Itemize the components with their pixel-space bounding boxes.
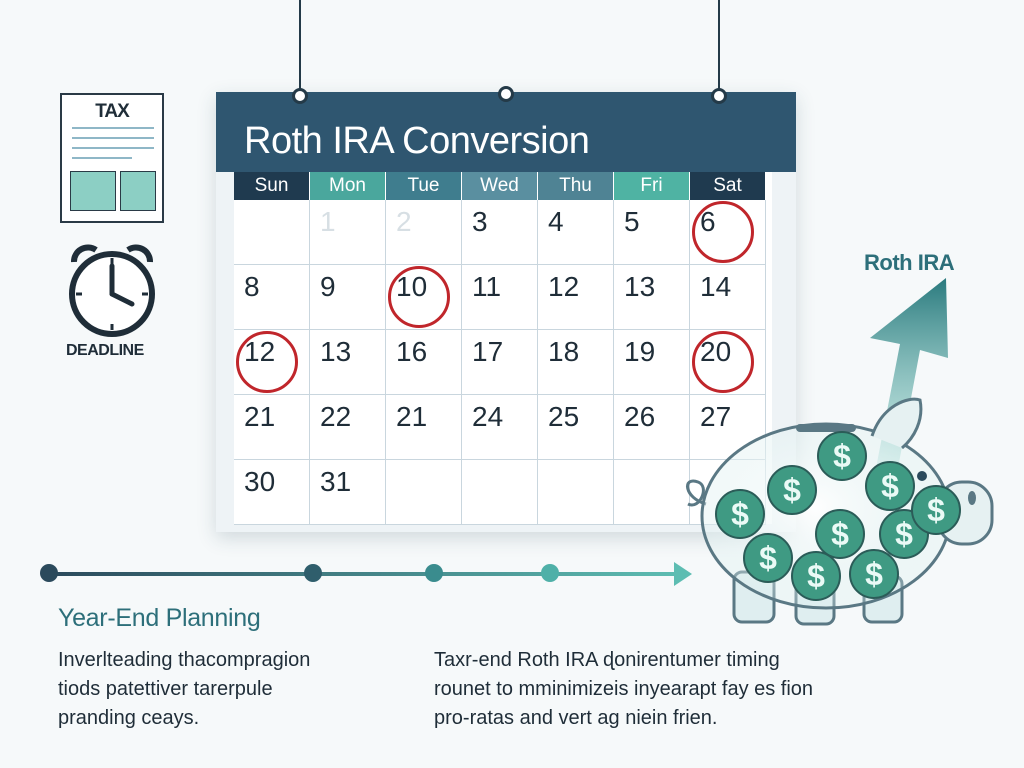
calendar-cell: 25 xyxy=(538,395,614,460)
left-paragraph-line: Inverlteading thacompragion xyxy=(58,649,311,671)
calendar-cell: 16 xyxy=(386,330,462,395)
svg-text:$: $ xyxy=(895,516,913,552)
svg-text:$: $ xyxy=(759,540,777,576)
calendar-cell: 14 xyxy=(690,265,766,330)
piggy-bank-icon: $$$$$$$$$$ xyxy=(686,397,994,626)
calendar-cell xyxy=(386,460,462,525)
doc-line xyxy=(72,157,132,159)
left-hanging-string xyxy=(299,0,301,96)
dollar-coin-icon: $ xyxy=(715,489,765,539)
right-paragraph-line: pro-ratas and vert ag niein frien. xyxy=(434,707,718,729)
dollar-coin-icon: $ xyxy=(743,533,793,583)
dollar-coin-icon: $ xyxy=(865,461,915,511)
svg-text:$: $ xyxy=(831,516,849,552)
weekday-thu: Thu xyxy=(538,172,614,200)
section-title: Year-End Planning xyxy=(58,604,261,632)
coin-pile: $$$$$$$$$$ xyxy=(715,431,961,601)
calendar-cell: 26 xyxy=(614,395,690,460)
hanging-ring-right xyxy=(711,88,727,104)
calendar-cell: 12 xyxy=(538,265,614,330)
calendar-cell: 2 xyxy=(386,200,462,265)
right-hanging-string xyxy=(718,0,720,96)
calendar-cell: 11 xyxy=(462,265,538,330)
weekday-sun: Sun xyxy=(234,172,310,200)
svg-text:$: $ xyxy=(865,556,883,592)
svg-text:$: $ xyxy=(833,438,851,474)
svg-text:$: $ xyxy=(927,492,945,528)
left-paragraph: Inverlteading thacompragion tiods patett… xyxy=(58,646,310,733)
calendar-title: Roth IRA Conversion xyxy=(244,120,590,162)
svg-text:$: $ xyxy=(783,472,801,508)
calendar-cell xyxy=(538,460,614,525)
calendar-cell: 22 xyxy=(310,395,386,460)
timeline-dot xyxy=(40,564,58,582)
weekday-tue: Tue xyxy=(386,172,462,200)
weekday-mon: Mon xyxy=(310,172,386,200)
svg-text:$: $ xyxy=(881,468,899,504)
weekday-wed: Wed xyxy=(462,172,538,200)
hanging-ring-center xyxy=(498,86,514,102)
weekday-sat: Sat xyxy=(690,172,766,200)
left-paragraph-line: pranding ceays. xyxy=(58,707,200,729)
calendar-cell: 24 xyxy=(462,395,538,460)
dollar-coin-icon: $ xyxy=(911,485,961,535)
timeline-line xyxy=(48,572,680,576)
calendar-cell: 4 xyxy=(538,200,614,265)
highlight-circle xyxy=(692,331,754,393)
calendar-cell: 19 xyxy=(614,330,690,395)
dollar-coin-icon: $ xyxy=(767,465,817,515)
highlight-circle xyxy=(236,331,298,393)
doc-table-block xyxy=(120,171,156,211)
calendar-cell: 5 xyxy=(614,200,690,265)
calendar-header: Roth IRA Conversion xyxy=(216,92,796,172)
roth-ira-growth-label: Roth IRA xyxy=(864,250,955,275)
highlight-circle xyxy=(692,201,754,263)
weekday-fri: Fri xyxy=(614,172,690,200)
alarm-clock-icon xyxy=(69,244,155,337)
tax-label: TAX xyxy=(95,101,130,122)
hanging-ring-left xyxy=(292,88,308,104)
dollar-coin-icon: $ xyxy=(791,551,841,601)
calendar-cell: 13 xyxy=(310,330,386,395)
right-paragraph: Taxr-end Roth IRA ɖonirentumer timing ro… xyxy=(434,646,813,733)
doc-table-block xyxy=(70,171,116,211)
dollar-coin-icon: $ xyxy=(817,431,867,481)
calendar-cell: 31 xyxy=(310,460,386,525)
calendar-cell: 8 xyxy=(234,265,310,330)
calendar-cell xyxy=(234,200,310,265)
timeline-dot xyxy=(541,564,559,582)
dollar-coin-icon: $ xyxy=(849,549,899,599)
doc-line xyxy=(72,127,154,129)
doc-line xyxy=(72,147,154,149)
dollar-coin-icon: $ xyxy=(815,509,865,559)
timeline-dot xyxy=(304,564,322,582)
calendar-cell: 21 xyxy=(386,395,462,460)
calendar-cell: 18 xyxy=(538,330,614,395)
calendar-cell xyxy=(462,460,538,525)
svg-text:$: $ xyxy=(731,496,749,532)
calendar-cell: 21 xyxy=(234,395,310,460)
calendar-cell: 9 xyxy=(310,265,386,330)
calendar-cell: 30 xyxy=(234,460,310,525)
left-paragraph-line: tiods patettiver tarerpule xyxy=(58,678,273,700)
deadline-label: DEADLINE xyxy=(66,342,144,359)
doc-line xyxy=(72,137,154,139)
timeline-arrowhead xyxy=(674,562,692,586)
svg-text:$: $ xyxy=(807,558,825,594)
calendar-cell: 1 xyxy=(310,200,386,265)
timeline-dot xyxy=(425,564,443,582)
calendar-cell: 3 xyxy=(462,200,538,265)
right-paragraph-line: rounet to mminimizeis inyearapt fay es f… xyxy=(434,678,814,700)
right-paragraph-line: Taxr-end Roth IRA ɖonirentumer timing xyxy=(434,649,780,671)
calendar-cell: 13 xyxy=(614,265,690,330)
calendar-cell: 17 xyxy=(462,330,538,395)
highlight-circle xyxy=(388,266,450,328)
tax-document-icon: TAX xyxy=(60,93,164,223)
